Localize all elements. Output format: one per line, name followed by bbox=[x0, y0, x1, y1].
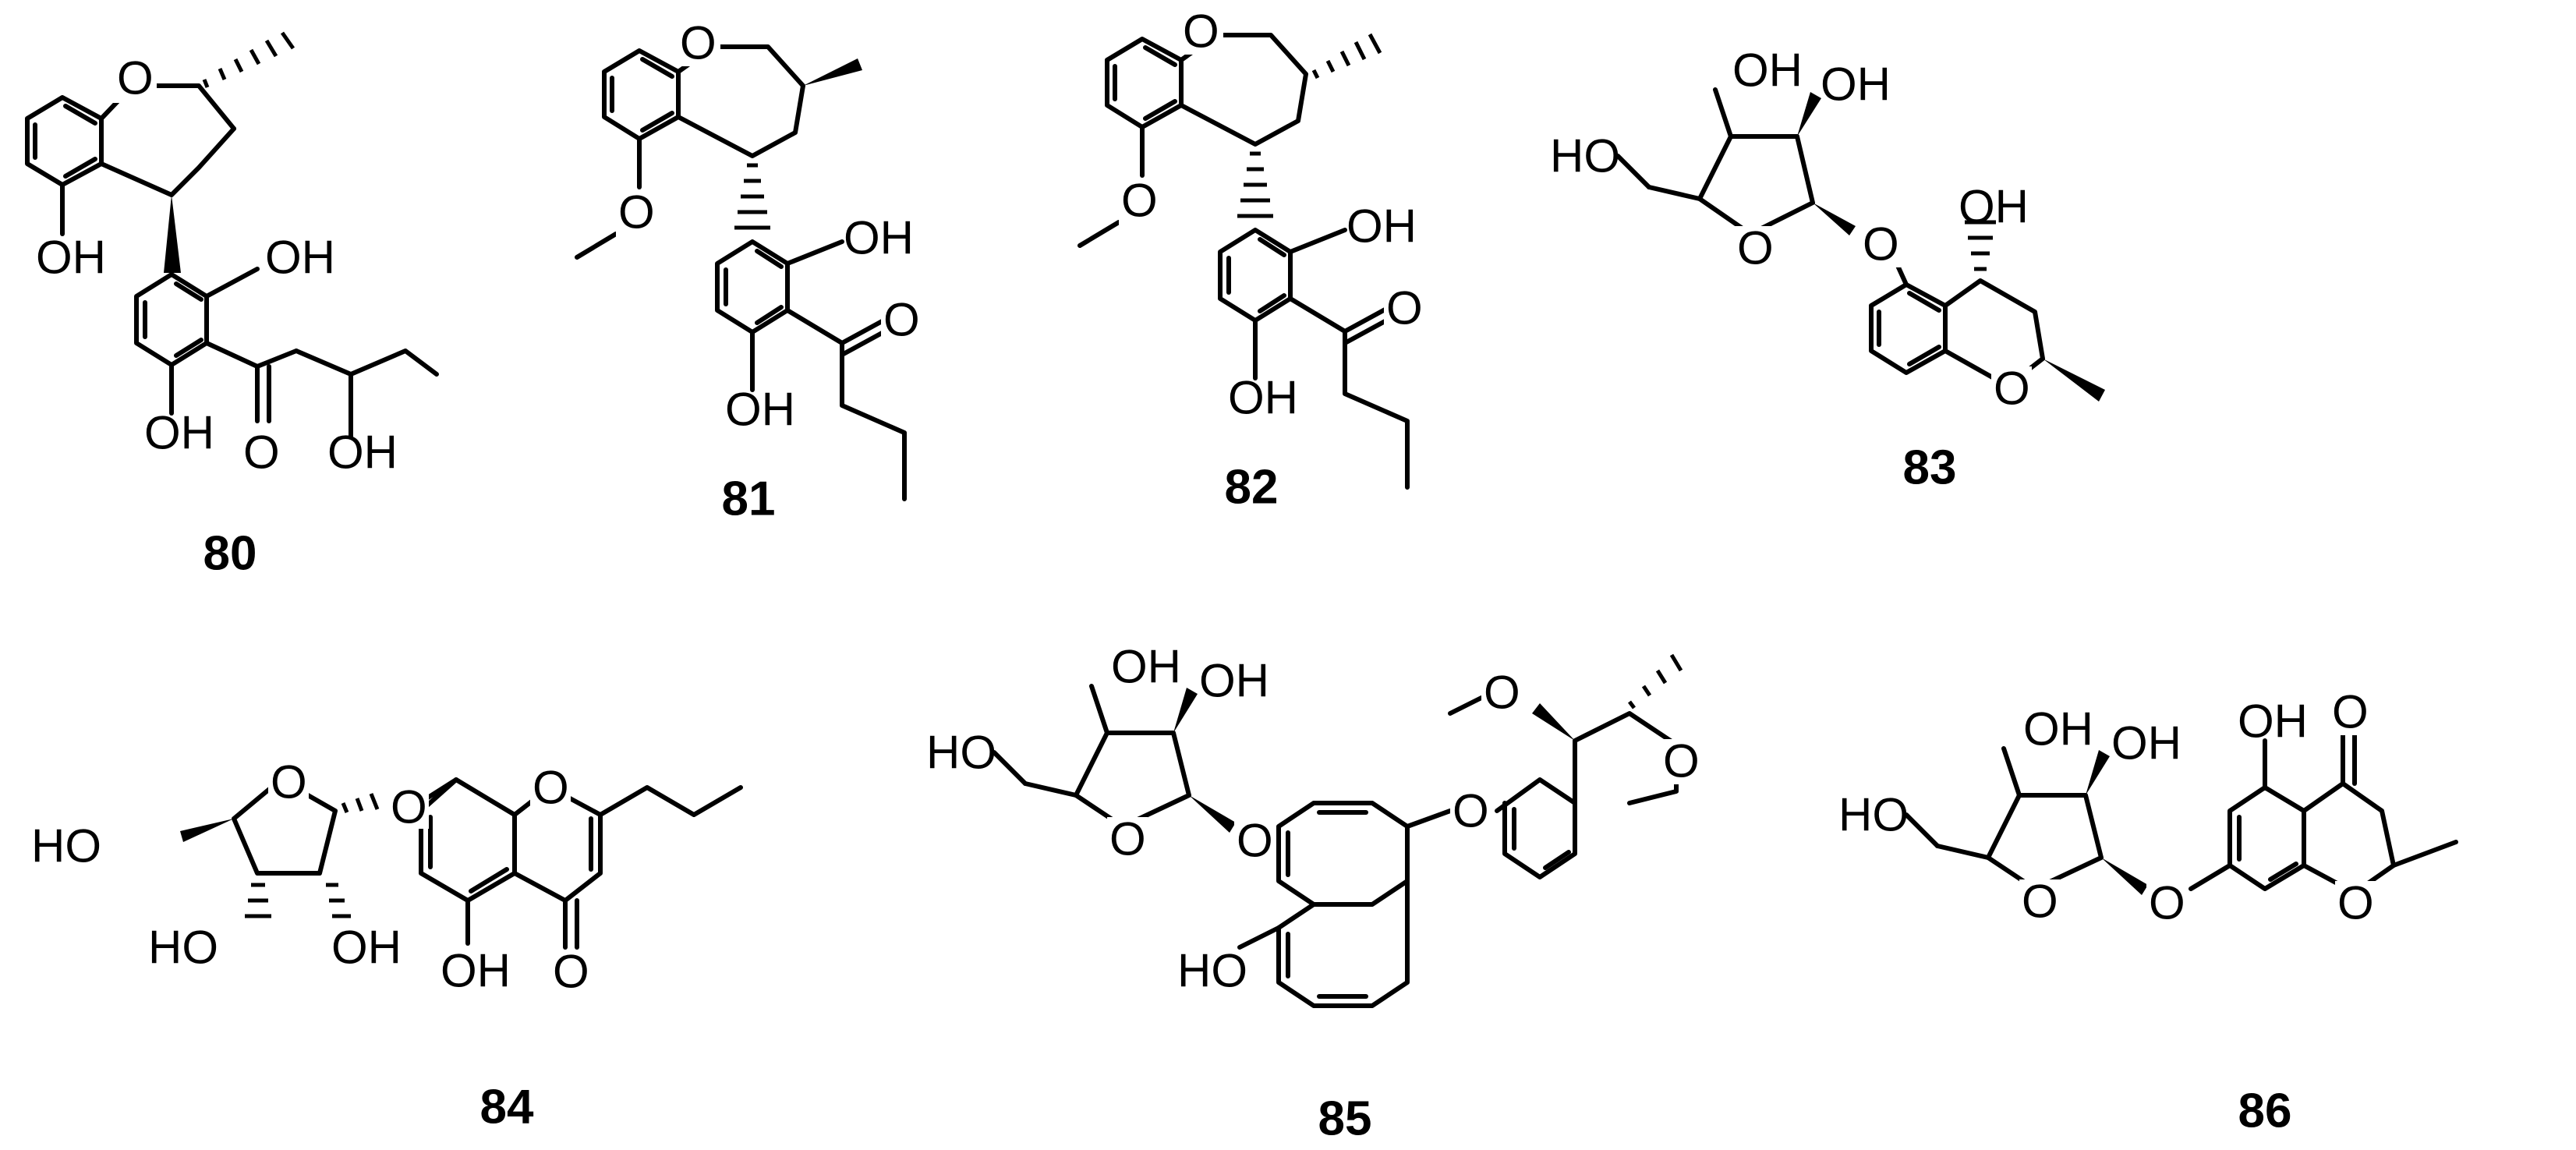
hydroxyl-label: OH bbox=[327, 426, 398, 479]
hydroxyl-label: OH bbox=[265, 232, 335, 284]
carbonyl-oxygen-label: O bbox=[883, 294, 920, 346]
compound-80: O OH OH OH O OH 80 bbox=[25, 31, 439, 581]
carbonyl-oxygen-label: O bbox=[553, 946, 589, 998]
carbonyl-oxygen-label: O bbox=[2332, 686, 2369, 738]
compound-84: HO O HO OH O O OH O 84 bbox=[31, 756, 743, 1134]
hydroxyl-label: OH bbox=[1346, 200, 1417, 253]
ring-oxygen-label: O bbox=[1183, 5, 1219, 58]
hashed-methyl bbox=[1628, 653, 1683, 709]
hydroxyl-label: OH bbox=[1821, 58, 1891, 111]
hashed-bond bbox=[734, 163, 770, 230]
hydroxyl-label: OH bbox=[1111, 641, 1181, 693]
ring-oxygen-label: O bbox=[1994, 363, 2030, 415]
compound-85: OH OH HO O O HO O O O 85 bbox=[926, 641, 1701, 1146]
compound-number: 86 bbox=[2238, 1085, 2292, 1138]
methoxy-oxygen-label: O bbox=[1121, 175, 1158, 227]
methoxy-oxygen-label: O bbox=[1484, 667, 1520, 719]
hydroxyl-label: HO bbox=[1550, 130, 1620, 182]
ring-oxygen-label: O bbox=[2337, 877, 2374, 929]
compound-number: 83 bbox=[1903, 441, 1957, 495]
hydroxyl-label: OH bbox=[441, 945, 511, 997]
hashed-methyl bbox=[1311, 33, 1382, 80]
hydroxyl-label: OH bbox=[1199, 655, 1269, 707]
carbonyl-oxygen-label: O bbox=[1386, 282, 1423, 334]
methoxy-oxygen-label: O bbox=[618, 186, 655, 239]
hashed-bond bbox=[1237, 151, 1273, 218]
ring-oxygen-label: O bbox=[1737, 222, 1774, 274]
hydroxyl-label: OH bbox=[1732, 44, 1803, 97]
hashed-hydroxyl bbox=[245, 883, 271, 918]
hydroxyl-label: HO bbox=[31, 820, 101, 872]
glycosidic-oxygen-label: O bbox=[1237, 815, 1273, 867]
ring-oxygen-label: O bbox=[533, 762, 569, 814]
glycosidic-oxygen-label: O bbox=[391, 781, 427, 833]
ring-oxygen-label: O bbox=[2022, 876, 2058, 928]
hydroxyl-label: OH bbox=[1228, 372, 1298, 424]
ring-oxygen-label: O bbox=[1109, 813, 1146, 865]
glycosidic-oxygen-label: O bbox=[1863, 218, 1899, 271]
hashed-hydroxyl bbox=[326, 883, 351, 918]
ring-oxygen-label: O bbox=[117, 52, 154, 104]
ring-oxygen-label: O bbox=[271, 756, 307, 809]
hydroxyl-label: OH bbox=[144, 407, 214, 459]
hydroxyl-label: HO bbox=[1838, 789, 1909, 841]
hydroxyl-label: HO bbox=[148, 922, 218, 974]
compound-82: O O OH O OH 82 bbox=[1077, 5, 1424, 515]
ether-oxygen-label: O bbox=[1453, 785, 1489, 837]
hydroxyl-label: HO bbox=[926, 727, 996, 779]
hydroxyl-label: OH bbox=[36, 232, 106, 284]
glycosidic-oxygen-label: O bbox=[2149, 877, 2185, 929]
hydroxyl-label: OH bbox=[725, 384, 795, 436]
hydroxyl-label: OH bbox=[2111, 717, 2181, 770]
ring-oxygen-label: O bbox=[1663, 735, 1700, 787]
carbonyl-oxygen-label: O bbox=[243, 426, 280, 479]
hydroxyl-label: HO bbox=[1177, 945, 1247, 997]
compound-number: 85 bbox=[1318, 1092, 1372, 1146]
hydroxyl-label: OH bbox=[844, 212, 914, 264]
compound-number: 82 bbox=[1225, 461, 1279, 515]
hashed-bond bbox=[341, 793, 380, 813]
hashed-hydroxyl bbox=[1965, 220, 1996, 271]
compound-number: 81 bbox=[722, 472, 776, 526]
compound-83: OH OH HO O O OH O 83 bbox=[1550, 44, 2105, 495]
hydroxyl-label: OH bbox=[2023, 703, 2093, 755]
hydroxyl-label: OH bbox=[331, 922, 402, 974]
compound-number: 84 bbox=[480, 1081, 534, 1134]
compound-number: 80 bbox=[203, 527, 257, 581]
compound-81: O O OH O OH 81 bbox=[575, 17, 922, 526]
ring-oxygen-label: O bbox=[680, 17, 717, 69]
hydroxyl-label: OH bbox=[1959, 181, 2029, 233]
hydroxyl-label: OH bbox=[2238, 695, 2308, 748]
compound-86: OH OH HO O O OH O O 86 bbox=[1838, 686, 2458, 1138]
hashed-methyl bbox=[202, 31, 295, 88]
